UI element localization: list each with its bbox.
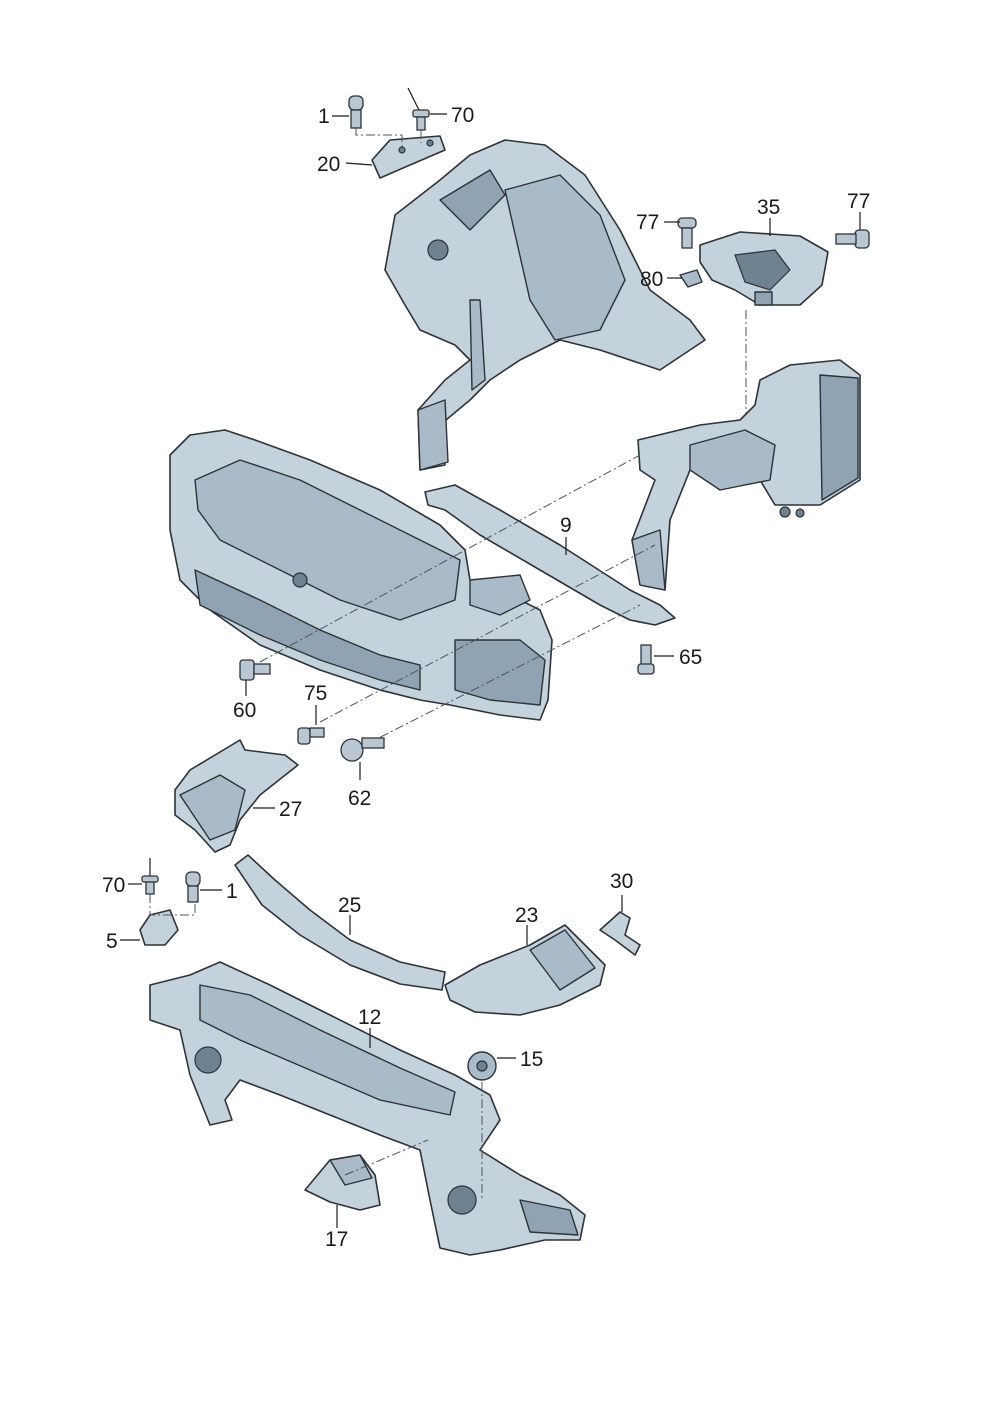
callout-20: 20 xyxy=(317,153,340,176)
part-bolt-75 xyxy=(297,727,325,745)
part-side-member-right xyxy=(631,359,861,591)
callout-70-top: 70 xyxy=(451,104,474,127)
part-screw-77-right xyxy=(835,229,870,249)
part-wheelhouse-upper xyxy=(384,139,706,471)
part-bolt-65 xyxy=(637,644,655,675)
callout-70-bottom: 70 xyxy=(102,874,125,897)
part-cross-member-9 xyxy=(424,484,676,626)
callout-15: 15 xyxy=(520,1048,543,1071)
callout-9: 9 xyxy=(560,514,572,537)
part-bracket-30 xyxy=(599,911,641,956)
callout-60: 60 xyxy=(233,699,256,722)
part-screw-77-left xyxy=(677,217,697,249)
part-bolt-60 xyxy=(239,659,271,681)
part-bolt-62 xyxy=(340,737,385,762)
callout-5: 5 xyxy=(106,930,118,953)
part-bracket-20 xyxy=(371,135,446,179)
part-bracket-17 xyxy=(304,1154,381,1211)
part-strip-25 xyxy=(234,854,446,991)
callout-25: 25 xyxy=(338,894,361,917)
part-grommet-15 xyxy=(467,1051,497,1081)
callout-23: 23 xyxy=(515,904,538,927)
callout-17: 17 xyxy=(325,1228,348,1251)
part-ball-stud-1-top xyxy=(348,95,364,129)
callout-80: 80 xyxy=(640,268,663,291)
part-lock-carrier xyxy=(169,429,553,721)
part-screw-70-top xyxy=(407,87,430,131)
part-bracket-35 xyxy=(699,231,829,306)
callout-35: 35 xyxy=(757,196,780,219)
leader-20 xyxy=(345,162,373,166)
part-ball-stud-1-bottom xyxy=(185,871,201,903)
part-air-guide-27 xyxy=(174,739,299,853)
callout-75: 75 xyxy=(304,682,327,705)
callout-62: 62 xyxy=(348,787,371,810)
part-front-panel-12 xyxy=(149,961,586,1256)
callout-12: 12 xyxy=(358,1006,381,1029)
part-screw-70-bottom xyxy=(141,858,159,895)
callout-1-top: 1 xyxy=(318,105,330,128)
callout-1-bottom: 1 xyxy=(226,880,238,903)
callout-65: 65 xyxy=(679,646,702,669)
callout-77-left: 77 xyxy=(636,211,659,234)
part-cover-23 xyxy=(444,924,606,1016)
callout-27: 27 xyxy=(279,798,302,821)
callout-30: 30 xyxy=(610,870,633,893)
part-clip-nut-80 xyxy=(679,269,703,288)
callout-77-right: 77 xyxy=(847,190,870,213)
